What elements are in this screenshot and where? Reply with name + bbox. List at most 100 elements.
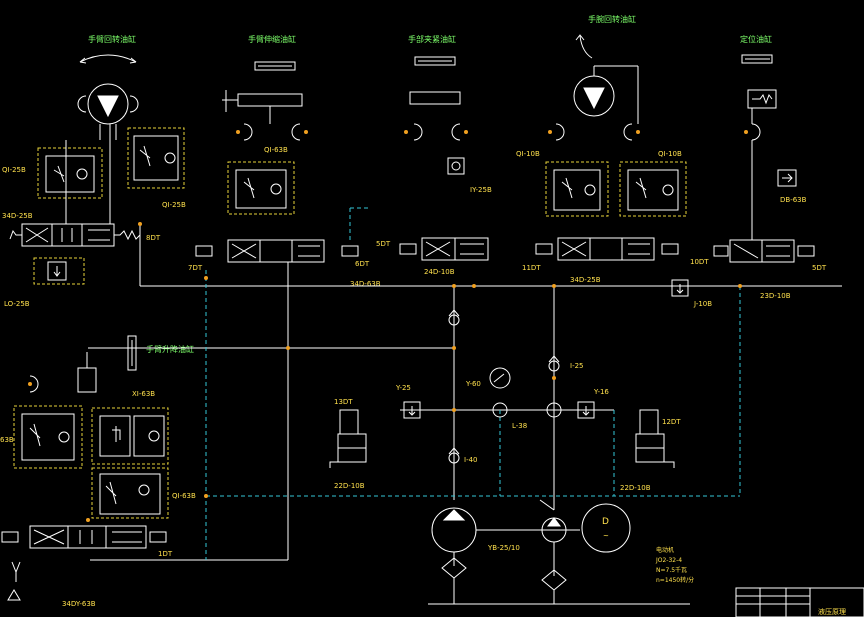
relief-valve-y25 xyxy=(403,401,421,419)
label-y60: Y-60 xyxy=(465,380,481,388)
throttle-check-qi63b-top xyxy=(235,169,287,209)
double-arrow-wrist-rotate xyxy=(575,34,593,59)
label-i40: I-40 xyxy=(464,456,478,464)
valve-frame-qi63b-top xyxy=(227,161,295,215)
relief-valve-y16 xyxy=(577,401,595,419)
label-5dt-left: 5DT xyxy=(376,240,391,248)
label-22d10b-b: 22D-10B xyxy=(620,484,651,492)
label-24d10b: 24D-10B xyxy=(424,268,455,276)
label-y25: Y-25 xyxy=(395,384,411,392)
title-positioning: 定位油缸 xyxy=(740,34,772,44)
pressure-gauge-y60 xyxy=(489,367,511,389)
label-1dt: 1DT xyxy=(158,550,173,558)
label-11dt: 11DT xyxy=(522,264,541,272)
label-motor-tilde: ~ xyxy=(603,532,609,540)
label-8dt: 8DT xyxy=(146,234,161,242)
reducing-valve-j10b xyxy=(671,279,689,297)
relief-valve-lo25b xyxy=(47,261,67,281)
motor-note-4: n=1450转/分 xyxy=(656,576,694,584)
label-qi25b-b: QI-25B xyxy=(162,201,186,209)
motor-note-1: 电动机 xyxy=(656,546,674,554)
cylinder-arm-lift xyxy=(29,352,97,393)
directional-valve-23d10b xyxy=(713,239,815,263)
title-arm-lift: 手臂升降油缸 xyxy=(146,344,194,354)
pressure-switch-l38 xyxy=(492,402,562,418)
solenoid-valve-22d10b-a xyxy=(329,409,367,468)
valve-frame-qi25b-b xyxy=(127,127,185,189)
label-db63b: DB-63B xyxy=(780,196,807,204)
label-qi10b-b: QI-10B xyxy=(658,150,682,158)
rotary-actuator-arm xyxy=(77,83,139,140)
label-34d25b: 34D-25B xyxy=(2,212,33,220)
check-valve-upper xyxy=(448,309,460,326)
directional-valve-34d63b xyxy=(195,239,359,263)
junction-nodes xyxy=(28,130,748,522)
title-block-name: 液压原理 xyxy=(818,607,846,616)
title-hand-clamp: 手部夹紧油缸 xyxy=(408,34,456,44)
valve-frame-qi63b-bot xyxy=(91,467,169,519)
directional-valve-34d25b xyxy=(9,223,141,247)
label-10dt: 10DT xyxy=(690,258,709,266)
label-yb: YB-25/10 xyxy=(487,544,520,552)
double-arrow-arm-rotate xyxy=(79,54,137,64)
throttle-check-63b xyxy=(21,413,75,461)
label-6dt: 6DT xyxy=(355,260,370,268)
valve-frame-lo25b xyxy=(33,257,85,285)
label-j10b: J-10B xyxy=(693,300,712,308)
sequence-valve-xi63b xyxy=(99,415,165,457)
double-arrow-arm-lift xyxy=(127,335,137,371)
rotary-actuator-wrist xyxy=(555,75,633,141)
label-34dy63b: 34DY-63B xyxy=(62,600,96,608)
label-qi10b-a: QI-10B xyxy=(516,150,540,158)
check-valve-i25 xyxy=(548,355,560,372)
motor-note-2: JO2-32-4 xyxy=(655,557,682,564)
pressure-lines xyxy=(65,65,842,605)
directional-valve-34d25b-b xyxy=(535,237,679,261)
drain-lines xyxy=(205,207,741,560)
label-7dt: 7DT xyxy=(188,264,203,272)
label-34d63b: 34D-63B xyxy=(350,280,381,288)
label-5dt-right: 5DT xyxy=(812,264,827,272)
valve-frame-63b xyxy=(13,405,83,469)
label-23d10b: 23D-10B xyxy=(760,292,791,300)
cylinder-arm-extend xyxy=(222,90,303,141)
label-y16: Y-16 xyxy=(593,388,609,396)
label-iy25b: IY-25B xyxy=(470,186,492,194)
throttle-check-qi25b-a xyxy=(45,155,95,193)
label-12dt: 12DT xyxy=(662,418,681,426)
label-lo25b: LO-25B xyxy=(4,300,30,308)
label-63b: 63B xyxy=(0,436,14,444)
label-qi63b-top: QI-63B xyxy=(264,146,288,154)
label-22d10b-a: 22D-10B xyxy=(334,482,365,490)
valve-frame-qi10b-b xyxy=(619,161,687,217)
electric-motor xyxy=(581,503,631,553)
pump-small xyxy=(476,517,580,604)
label-qi63b-bot: QI-63B xyxy=(172,492,196,500)
title-arm-extend: 手臂伸缩油缸 xyxy=(248,34,296,44)
cylinder-hand-clamp xyxy=(409,91,465,175)
double-arrow-positioning xyxy=(741,54,773,64)
title-wrist-rotate: 手腕回转油缸 xyxy=(588,14,636,24)
double-arrow-arm-extend xyxy=(254,61,296,71)
label-34d25b-b: 34D-25B xyxy=(570,276,601,284)
directional-valve-24d10b xyxy=(399,237,489,261)
label-motor: D xyxy=(602,517,609,527)
label-l38: L-38 xyxy=(512,422,527,430)
label-qi25b-a: QI-25B xyxy=(2,166,26,174)
title-arm-rotate: 手臂回转油缸 xyxy=(88,34,136,44)
label-xi63b: XI-63B xyxy=(132,390,155,398)
throttle-check-qi10b-a xyxy=(553,169,601,211)
pump-large xyxy=(431,507,477,604)
valve-frame-xi63b xyxy=(91,407,169,465)
label-13dt: 13DT xyxy=(334,398,353,406)
valve-frame-qi25b-a xyxy=(37,147,103,199)
directional-valve-34dy63b xyxy=(1,525,167,549)
cylinder-positioning xyxy=(747,89,797,187)
motor-note-3: N=7.5千瓦 xyxy=(656,566,687,574)
valve-frame-qi10b-a xyxy=(545,161,609,217)
label-i25: I-25 xyxy=(570,362,584,370)
check-valve-i40 xyxy=(448,447,460,464)
drain-filter-symbol xyxy=(7,561,21,601)
throttle-check-qi63b-bot xyxy=(99,473,161,515)
